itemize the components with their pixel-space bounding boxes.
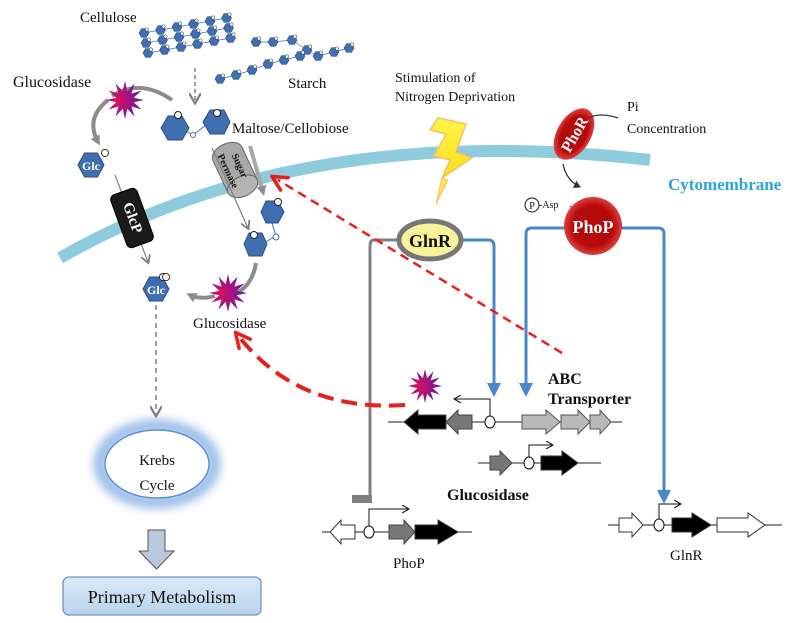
glucose-unit bbox=[223, 22, 234, 33]
glucose-unit bbox=[214, 73, 226, 84]
krebs-label-1: Krebs bbox=[139, 453, 175, 469]
glucose-unit bbox=[140, 37, 152, 48]
phosphate-icon bbox=[524, 197, 540, 213]
glcp-transporter: GlcP bbox=[110, 187, 154, 249]
glucose-unit bbox=[171, 21, 183, 32]
phop-activation-line-abc bbox=[519, 226, 565, 397]
glucose-unit bbox=[230, 69, 242, 80]
glnr-protein: GlnR bbox=[396, 218, 464, 262]
krebs-cycle: Krebs Cycle bbox=[94, 420, 220, 508]
phop-operon bbox=[322, 509, 472, 546]
pi-label: Pi bbox=[627, 100, 639, 115]
glucose-unit bbox=[250, 36, 262, 47]
glucose-unit bbox=[206, 25, 218, 36]
abc-label-1: ABC bbox=[548, 371, 582, 388]
glucose-unit bbox=[278, 54, 290, 65]
glucosidase-enzyme-icon bbox=[209, 274, 247, 312]
glucose-top: Glc bbox=[77, 148, 110, 178]
glucose-unit bbox=[155, 24, 166, 35]
cellulose-label: Cellulose bbox=[80, 10, 137, 26]
glnr-operon bbox=[608, 504, 782, 539]
glc-bottom-label: Glc bbox=[147, 283, 166, 297]
abc-operon bbox=[388, 399, 622, 436]
glucosidase-enzyme-icon bbox=[106, 81, 144, 119]
p-asp-label: -Asp bbox=[539, 200, 558, 211]
glucose-unit bbox=[204, 15, 216, 26]
glnr-activation-line bbox=[456, 238, 501, 397]
p-asp-p-label: P bbox=[529, 201, 535, 212]
glucose-unit bbox=[221, 12, 232, 23]
glucose-unit bbox=[142, 47, 154, 58]
uptake-arrow bbox=[248, 145, 267, 196]
glucose-unit bbox=[262, 58, 274, 69]
cellulose-polymer bbox=[138, 12, 236, 58]
phor-protein: PhoR bbox=[553, 108, 595, 160]
cytomembrane-label: Cytomembrane bbox=[668, 175, 782, 194]
glucose-unit bbox=[267, 36, 279, 47]
glucose-unit bbox=[343, 42, 355, 53]
induction-arrow-permase bbox=[278, 180, 563, 355]
phop-activation-line-glnr bbox=[620, 226, 671, 504]
promoter-icon bbox=[484, 415, 496, 429]
krebs-label-2: Cycle bbox=[140, 478, 175, 494]
maltose-disaccharide bbox=[160, 109, 231, 141]
glucose-unit bbox=[312, 50, 324, 61]
primary-metabolism-box: Primary Metabolism bbox=[62, 576, 262, 616]
stimulation-label-1: Stimulation of bbox=[395, 71, 476, 86]
phop-gene-label: PhoP bbox=[393, 556, 425, 572]
glucose-unit bbox=[328, 46, 340, 57]
glucose-unit bbox=[159, 44, 170, 55]
glucose-unit bbox=[286, 34, 298, 45]
glucose-bottom: Glc bbox=[142, 272, 171, 302]
glucosidase-mid-label: Glucosidase bbox=[193, 316, 267, 332]
hydrolysis-arrow-mid bbox=[186, 293, 216, 303]
glnr-gene-label: GlnR bbox=[670, 548, 703, 564]
glucose-unit bbox=[294, 50, 306, 61]
glucose-unit bbox=[190, 28, 201, 39]
glucose-unit bbox=[188, 18, 199, 29]
intracellular-disaccharide bbox=[243, 198, 285, 257]
glucose-unit bbox=[157, 34, 168, 45]
repression-bar bbox=[352, 495, 372, 503]
glucose-unit bbox=[175, 41, 187, 52]
concentration-label: Concentration bbox=[627, 122, 706, 137]
glnr-repression-line bbox=[368, 238, 405, 497]
block-arrow-icon bbox=[137, 529, 176, 570]
glucosidase-enzyme-icon bbox=[408, 369, 442, 403]
glucose-unit bbox=[173, 31, 185, 42]
glucose-unit bbox=[225, 32, 236, 43]
glnr-protein-label: GlnR bbox=[409, 231, 452, 251]
phop-protein-label: PhoP bbox=[572, 217, 613, 237]
glc-top-label: Glc bbox=[82, 159, 101, 173]
phop-protein: PhoP bbox=[564, 197, 622, 255]
maltose-cellobiose-label: Maltose/Cellobiose bbox=[232, 121, 349, 137]
glucose-unit bbox=[208, 35, 220, 46]
starch-label: Starch bbox=[288, 76, 327, 92]
hydrolysis-arrow-top bbox=[90, 98, 110, 146]
glucose-unit bbox=[246, 64, 258, 75]
glucosidase-gene-label: Glucosidase bbox=[447, 487, 529, 504]
glucosidase-operon bbox=[478, 445, 601, 477]
abc-label-2: Transporter bbox=[548, 391, 631, 408]
lightning-bolt-icon bbox=[428, 117, 474, 181]
starch-polymer bbox=[214, 34, 355, 84]
glucose-unit bbox=[138, 27, 150, 38]
glucosidase-top-label: Glucosidase bbox=[13, 74, 91, 91]
stimulation-label-2: Nitrogen Deprivation bbox=[395, 90, 515, 105]
primary-metabolism-label: Primary Metabolism bbox=[88, 587, 236, 607]
induction-arrow-glucosidase bbox=[240, 338, 406, 408]
glucose-unit bbox=[192, 38, 203, 49]
